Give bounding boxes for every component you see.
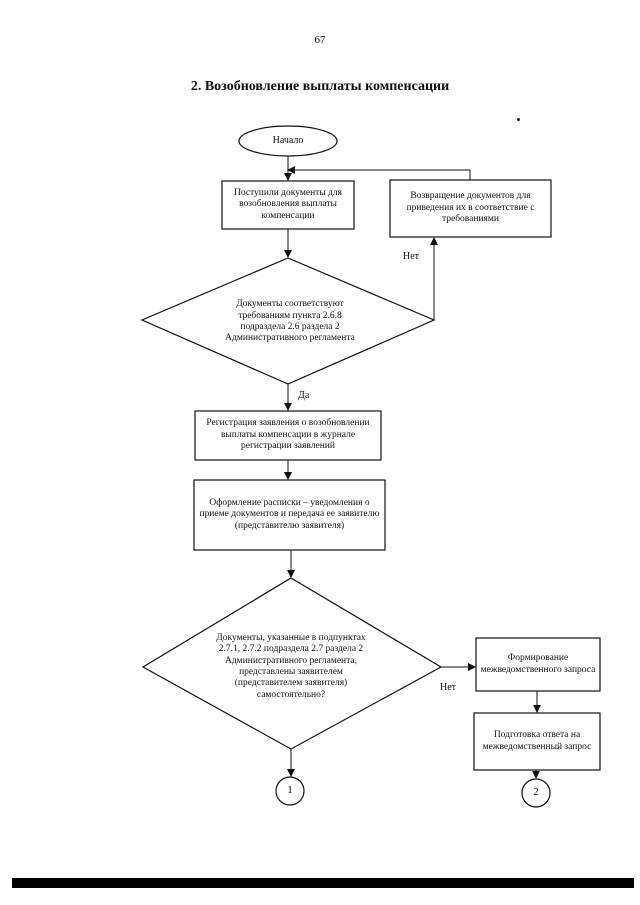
footer-bar [12, 878, 634, 888]
compliance-decision-label: Документы соответствуют требованиям пунк… [225, 299, 355, 344]
connector-1-circle [275, 776, 305, 806]
edge-label-no-2: Нет [440, 682, 457, 693]
receipt-box [193, 479, 386, 551]
prepare-response-label: Подготовка ответа на межведомственный за… [482, 730, 592, 752]
connector-2-circle [521, 778, 551, 808]
edge-label-yes-1: Да [298, 390, 310, 401]
edge-label-no-1: Нет [403, 251, 420, 262]
connector-2-label: 2 [533, 786, 539, 799]
return-docs-label: Возвращение документов для приведения их… [406, 191, 535, 225]
interagency-request-label: Формирование межведомственного запроса [480, 653, 596, 675]
connector-1-label: 1 [287, 784, 293, 797]
scan-speck [517, 118, 520, 121]
prepare-response-box [473, 712, 601, 771]
registration-label: Регистрация заявления о возобновлении вы… [206, 418, 370, 452]
self-submitted-decision-label: Документы, указанные в подпунктах 2.7.1,… [216, 632, 366, 700]
receipt-label: Оформление расписки – уведомления о прие… [199, 497, 380, 531]
edge-return-to-loop [287, 166, 471, 180]
interagency-request-box [475, 637, 601, 692]
page-title: 2. Возобновление выплаты компенсации [190, 79, 450, 94]
start-label: Начало [272, 135, 304, 146]
page-number: 67 [314, 34, 326, 46]
received-docs-label: Поступили документы для возобновления вы… [233, 187, 343, 221]
